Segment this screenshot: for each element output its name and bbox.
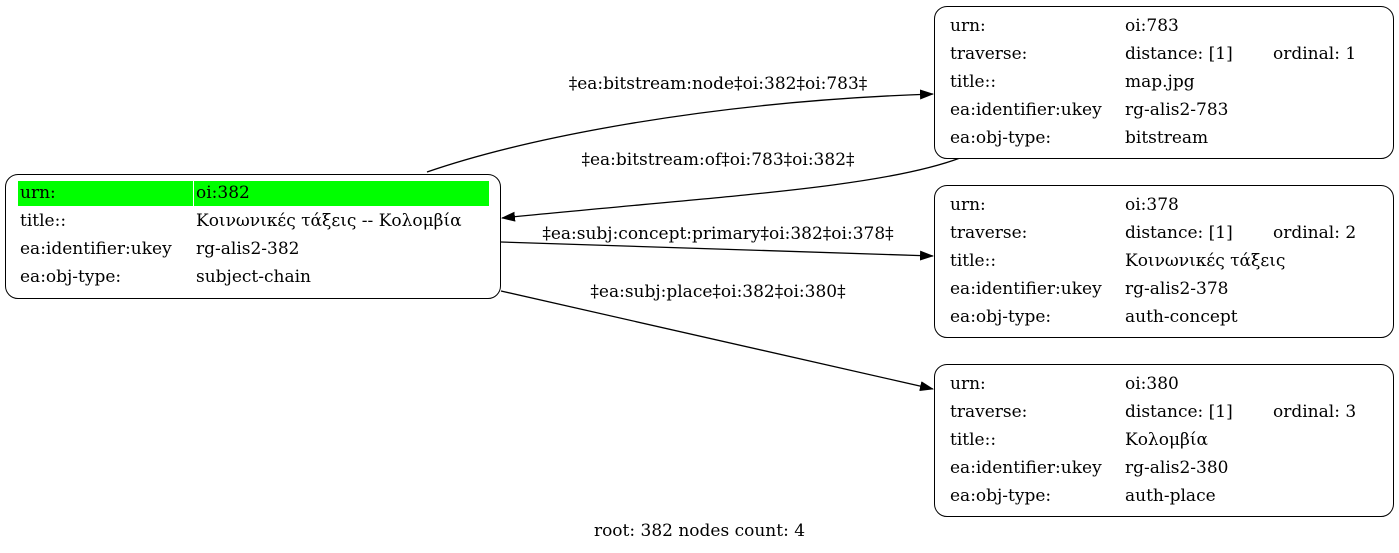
field-value: distance: [1]	[1125, 44, 1233, 64]
field-value: oi:783	[1125, 16, 1179, 36]
field-key: urn:	[950, 195, 986, 215]
field-key: traverse:	[950, 402, 1028, 422]
node-783[interactable]: urn: oi:783 traverse: distance: [1] ordi…	[934, 6, 1394, 159]
field-key: ea:obj-type:	[20, 267, 122, 287]
field-value: map.jpg	[1125, 72, 1195, 92]
field-key: traverse:	[950, 44, 1028, 64]
field-value: oi:380	[1125, 374, 1179, 394]
field-key: urn:	[20, 183, 56, 203]
field-key: ea:identifier:ukey	[950, 279, 1102, 299]
field-value: rg-alis2-380	[1125, 458, 1229, 478]
field-key: title::	[950, 72, 997, 92]
field-value: Κοινωνικές τάξεις	[1125, 251, 1286, 271]
field-key: ea:identifier:ukey	[20, 239, 172, 259]
field-key: ea:identifier:ukey	[950, 100, 1102, 120]
edge-783-to-root	[501, 157, 961, 222]
field-value: rg-alis2-378	[1125, 279, 1229, 299]
field-value: oi:378	[1125, 195, 1179, 215]
field-key: title::	[950, 430, 997, 450]
edge-label-bitstream-node: ‡ea:bitstream:node‡oi:382‡oi:783‡	[568, 74, 868, 94]
field-key: traverse:	[950, 223, 1028, 243]
field-value: distance: [1]	[1125, 223, 1233, 243]
field-value: rg-alis2-382	[196, 239, 300, 259]
edge-root-to-380	[500, 290, 934, 392]
field-extra: ordinal: 3	[1273, 402, 1357, 422]
edge-root-to-783	[426, 89, 934, 173]
field-extra: ordinal: 2	[1273, 223, 1357, 243]
field-value: Κοινωνικές τάξεις -- Κολομβία	[196, 211, 462, 231]
field-value: auth-concept	[1125, 307, 1238, 327]
edge-label-subj-place: ‡ea:subj:place‡oi:382‡oi:380‡	[590, 282, 846, 302]
field-key: title::	[20, 211, 67, 231]
field-value: oi:382	[196, 183, 250, 203]
field-key: ea:identifier:ukey	[950, 458, 1102, 478]
edge-root-to-378	[500, 241, 934, 261]
field-key: ea:obj-type:	[950, 307, 1052, 327]
urn-key-cell: urn:	[18, 181, 193, 206]
graph-footer: root: 382 nodes count: 4	[593, 521, 806, 541]
field-value: Κολομβία	[1125, 430, 1208, 450]
field-key: ea:obj-type:	[950, 128, 1052, 148]
field-key: ea:obj-type:	[950, 486, 1052, 506]
field-value: distance: [1]	[1125, 402, 1233, 422]
field-extra: ordinal: 1	[1273, 44, 1357, 64]
edge-label-subj-concept-primary: ‡ea:subj:concept:primary‡oi:382‡oi:378‡	[542, 224, 894, 244]
node-378[interactable]: urn: oi:378 traverse: distance: [1] ordi…	[934, 185, 1394, 338]
field-value: auth-place	[1125, 486, 1216, 506]
field-value: subject-chain	[196, 267, 311, 287]
edge-label-bitstream-of: ‡ea:bitstream:of‡oi:783‡oi:382‡	[581, 150, 855, 170]
field-key: title::	[950, 251, 997, 271]
field-value: bitstream	[1125, 128, 1209, 148]
urn-value-cell: oi:382	[194, 181, 489, 206]
field-key: urn:	[950, 16, 986, 36]
field-key: urn:	[950, 374, 986, 394]
node-root-382[interactable]: urn: oi:382 title:: Κοινωνικές τάξεις --…	[5, 174, 501, 299]
node-380[interactable]: urn: oi:380 traverse: distance: [1] ordi…	[934, 364, 1394, 517]
field-value: rg-alis2-783	[1125, 100, 1229, 120]
